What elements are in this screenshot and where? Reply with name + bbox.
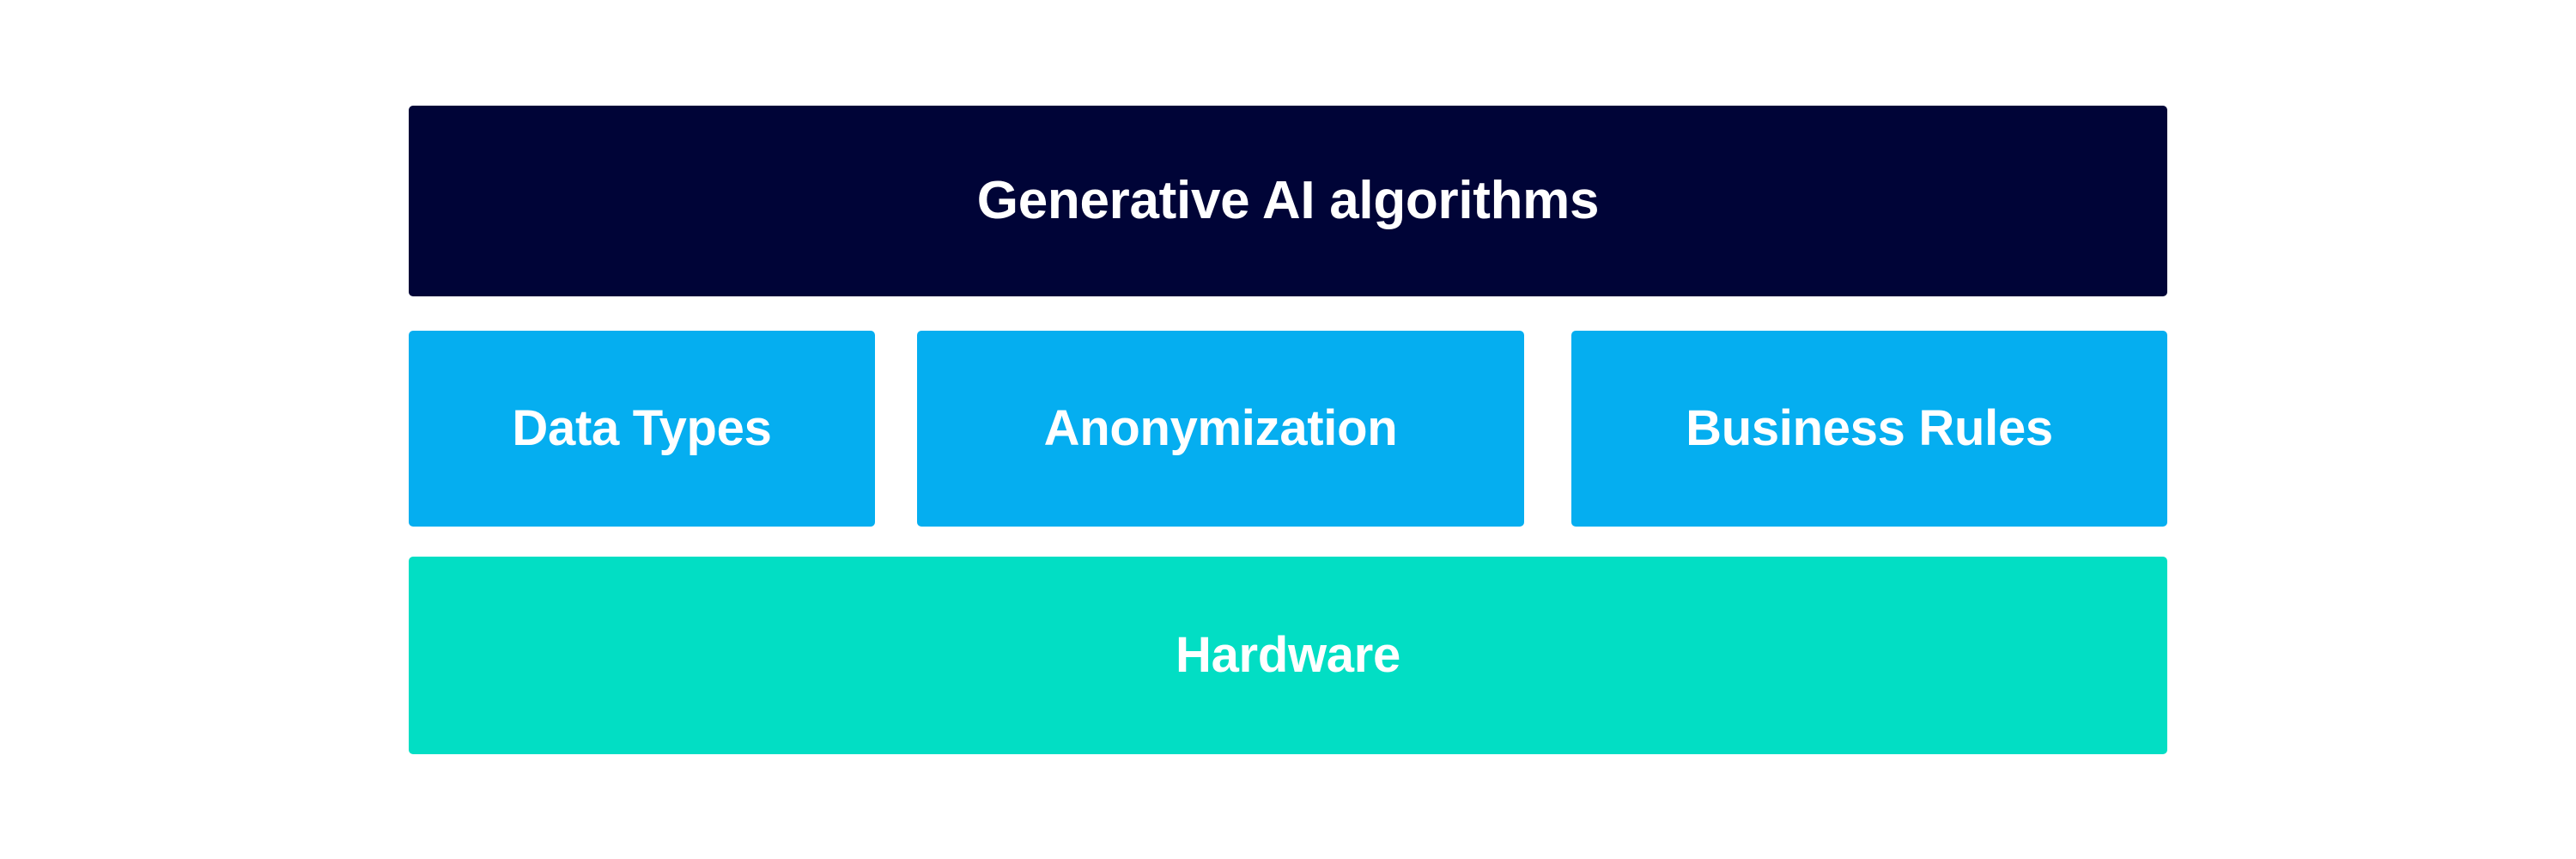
component-gap-1	[875, 331, 917, 527]
component-label-data-types: Data Types	[512, 400, 772, 456]
tier-hardware[interactable]: Hardware	[409, 557, 2167, 754]
component-box-business-rules[interactable]: Business Rules	[1571, 331, 2167, 527]
component-gap-2	[1524, 331, 1571, 527]
tier-algorithms-label: Generative AI algorithms	[976, 171, 1600, 230]
tier-generative-ai-algorithms[interactable]: Generative AI algorithms	[409, 106, 2167, 296]
tier-hardware-label: Hardware	[1176, 627, 1400, 683]
generative-ai-stack-diagram: Generative AI algorithms Data Types Anon…	[409, 106, 2167, 754]
tier-gap-top	[409, 296, 2167, 331]
component-box-anonymization[interactable]: Anonymization	[917, 331, 1524, 527]
tier-components-row: Data Types Anonymization Business Rules	[409, 331, 2167, 527]
component-label-business-rules: Business Rules	[1686, 400, 2053, 456]
component-box-data-types[interactable]: Data Types	[409, 331, 875, 527]
tier-gap-bottom	[409, 527, 2167, 557]
component-label-anonymization: Anonymization	[1043, 400, 1398, 456]
